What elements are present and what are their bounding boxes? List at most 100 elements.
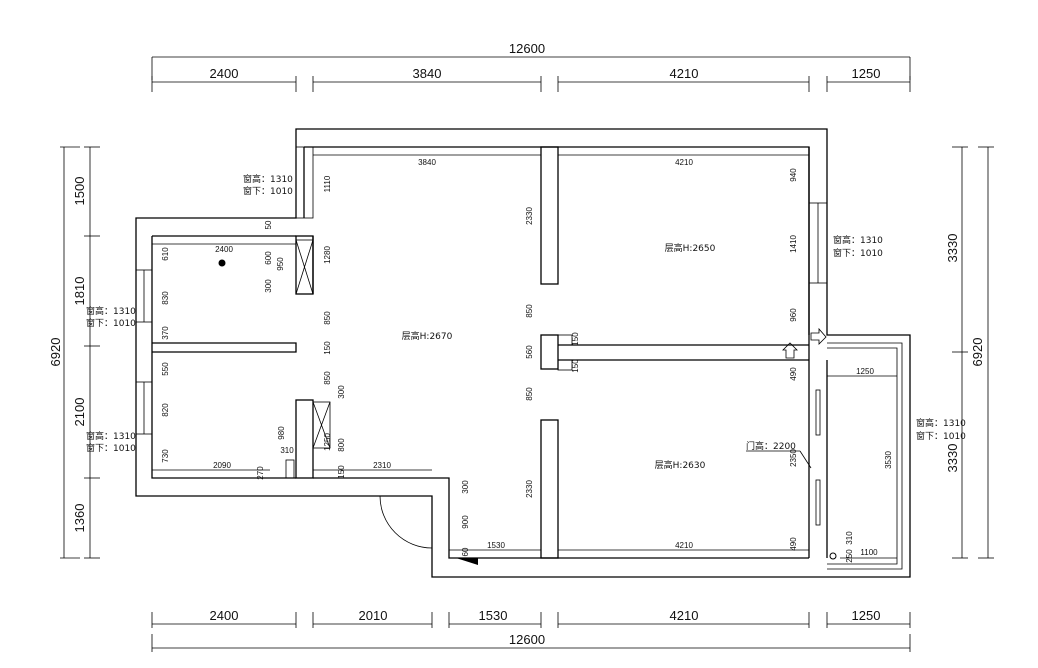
left-dimension-chain: 6920 1500 1810 2100 1360 [48, 146, 100, 559]
dim-living-top: 3840 [418, 158, 436, 167]
dim-1250: 1250 [323, 433, 332, 451]
bottom-seg-3: 1530 [479, 608, 508, 623]
dim-940: 940 [789, 168, 798, 182]
bottom-dimension-chain: 2400 2010 1530 4210 1250 12600 [151, 608, 911, 652]
dim-150b: 150 [337, 465, 346, 479]
dim-850d: 850 [525, 387, 534, 401]
bottom-seg-4: 4210 [670, 608, 699, 623]
left-total-dim: 6920 [48, 338, 63, 367]
dim-300b: 300 [461, 480, 470, 494]
drain-icon [218, 259, 226, 267]
dim-3530: 3530 [884, 451, 893, 469]
inner-dimensions: 3840 4210 4210 2400 2090 2310 1530 1250 … [152, 154, 897, 563]
entry-marker-icon [456, 558, 478, 565]
dim-310b: 310 [845, 531, 854, 545]
interior-walls [152, 146, 828, 559]
dim-1410: 1410 [789, 235, 798, 253]
dim-980: 980 [277, 426, 286, 440]
dim-270: 270 [256, 466, 265, 480]
dim-150d: 150 [571, 359, 580, 373]
dim-2330b: 2330 [525, 480, 534, 498]
bottom-seg-2: 2010 [359, 608, 388, 623]
dim-820: 820 [161, 403, 170, 417]
bedroom-top-height: 层高H:2650 [665, 242, 716, 254]
window-note-top-2: 窗下：1010 [243, 185, 293, 197]
dim-310a: 310 [280, 446, 294, 455]
dim-entry: 1530 [487, 541, 505, 550]
dim-150a: 150 [323, 341, 332, 355]
window-note-balcony-2: 窗下：1010 [916, 430, 966, 442]
dim-2350: 2350 [789, 449, 798, 467]
dim-bed-bottom: 4210 [675, 541, 693, 550]
dim-kitchen: 2090 [213, 461, 231, 470]
windows [135, 146, 828, 435]
dim-850a: 850 [323, 311, 332, 325]
door-swing-arc [379, 495, 433, 549]
dim-730: 730 [161, 449, 170, 463]
top-total-dim: 12600 [509, 41, 545, 56]
window-note-top-1: 窗高：1310 [243, 173, 293, 185]
dim-250: 250 [845, 549, 854, 563]
dim-800: 800 [337, 438, 346, 452]
arrow-right-icon [810, 327, 827, 345]
dim-560: 560 [525, 345, 534, 359]
dim-balcony-bottom: 1100 [860, 548, 878, 557]
window-note-right-1: 窗高：1310 [833, 234, 883, 246]
left-seg-1: 1500 [72, 177, 87, 206]
dim-50: 50 [264, 220, 273, 229]
bottom-seg-5: 1250 [852, 608, 881, 623]
left-seg-2: 1810 [72, 277, 87, 306]
left-seg-4: 1360 [72, 504, 87, 533]
door-height-note: 门高：2200 [746, 440, 796, 452]
fixtures [218, 239, 837, 560]
top-dimension-chain: 12600 2400 3840 4210 1250 [151, 41, 911, 92]
right-seg-1: 3330 [945, 234, 960, 263]
cabinet-upper [295, 239, 314, 295]
window-note-left-low-2: 窗下：1010 [86, 442, 136, 454]
left-seg-3: 2100 [72, 398, 87, 427]
entry-door [379, 495, 478, 565]
cabinet-lower [312, 401, 331, 449]
dim-bed-top: 4210 [675, 158, 693, 167]
bedroom-bottom-height: 层高H:2630 [655, 459, 706, 471]
dim-small-room: 2400 [215, 245, 233, 254]
dim-370: 370 [161, 326, 170, 340]
dim-hall: 2310 [373, 461, 391, 470]
right-dimension-chain: 3330 3330 6920 [945, 146, 994, 559]
top-seg-4: 1250 [852, 66, 881, 81]
dim-490b: 490 [789, 537, 798, 551]
dim-850b: 850 [323, 371, 332, 385]
window-note-left-mid-2: 窗下：1010 [86, 317, 136, 329]
dim-600: 600 [264, 251, 273, 265]
dim-830: 830 [161, 291, 170, 305]
right-total-dim: 6920 [970, 338, 985, 367]
top-seg-1: 2400 [210, 66, 239, 81]
bottom-total-dim: 12600 [509, 632, 545, 647]
dim-1110: 1110 [323, 175, 332, 192]
window-note-left-mid-1: 窗高：1310 [86, 305, 136, 317]
right-seg-2: 3330 [945, 444, 960, 473]
dim-550: 550 [161, 362, 170, 376]
dim-900: 900 [461, 515, 470, 529]
top-seg-2: 3840 [413, 66, 442, 81]
dim-balcony-width: 1250 [856, 367, 874, 376]
window-top-left [295, 146, 314, 219]
dim-300c: 300 [264, 279, 273, 293]
window-note-balcony-1: 窗高：1310 [916, 417, 966, 429]
floor-drain-icon [829, 552, 837, 560]
dim-610: 610 [161, 247, 170, 261]
top-seg-3: 4210 [670, 66, 699, 81]
dim-850c: 850 [525, 304, 534, 318]
window-note-left-low-1: 窗高：1310 [86, 430, 136, 442]
dim-150c: 150 [571, 332, 580, 346]
living-room-height: 层高H:2670 [402, 330, 453, 342]
dim-60: 60 [461, 547, 470, 556]
dim-300: 300 [337, 385, 346, 399]
dim-950: 950 [276, 257, 285, 271]
dim-490a: 490 [789, 367, 798, 381]
dim-2330a: 2330 [525, 207, 534, 225]
bottom-seg-1: 2400 [210, 608, 239, 623]
arrow-up-icon [782, 342, 798, 359]
dim-1280: 1280 [323, 246, 332, 264]
